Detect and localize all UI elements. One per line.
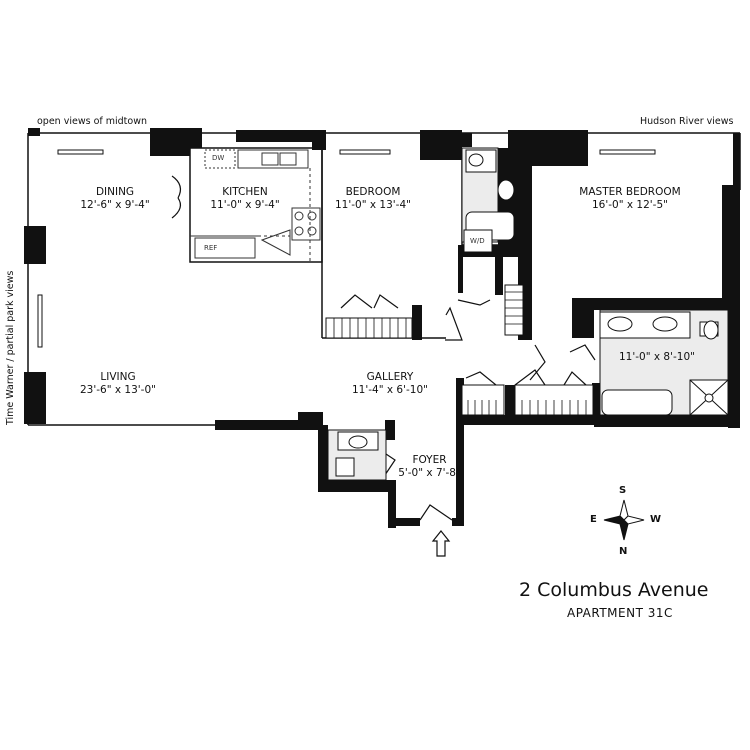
- room-name: LIVING: [100, 371, 136, 383]
- windows: [37, 149, 656, 348]
- compass-icon: [603, 499, 645, 541]
- room-name: FOYER: [412, 454, 447, 466]
- room-size: 23'-6" x 13'-0": [80, 384, 156, 396]
- room-name: MASTER BEDROOM: [579, 186, 681, 198]
- entry-arrow-icon: [431, 530, 451, 557]
- apartment-unit: APARTMENT 31C: [567, 606, 673, 620]
- room-size: 11'-4" x 6'-10": [352, 384, 428, 396]
- compass-left: E: [590, 514, 597, 525]
- room-master-bedroom: MASTER BEDROOM 16'-0" x 12'-5": [575, 186, 685, 212]
- room-kitchen: KITCHEN 11'-0" x 9'-4": [200, 186, 290, 212]
- room-dining: DINING 12'-6" x 9'-4": [70, 186, 160, 212]
- compass-right: W: [650, 514, 662, 525]
- room-name: BEDROOM: [345, 186, 401, 198]
- compass-bottom: N: [619, 546, 628, 557]
- room-name: DINING: [95, 186, 135, 198]
- room-name: GALLERY: [366, 371, 414, 383]
- room-size: 12'-6" x 9'-4": [80, 199, 150, 211]
- washer-dryer-label: W/D: [470, 237, 485, 245]
- room-gallery: GALLERY 11'-4" x 6'-10": [345, 371, 435, 397]
- compass-top: S: [619, 485, 627, 496]
- doors: [171, 175, 596, 521]
- room-size: 11'-0" x 13'-4": [335, 199, 411, 211]
- room-living: LIVING 23'-6" x 13'-0": [73, 371, 163, 397]
- room-name: KITCHEN: [222, 186, 268, 198]
- building-name: 2 Columbus Avenue: [519, 579, 709, 601]
- room-size: 5'-0" x 7'-8": [398, 467, 461, 479]
- closet-hatch: [333, 291, 587, 415]
- room-bedroom: BEDROOM 11'-0" x 13'-4": [328, 186, 418, 212]
- room-foyer: FOYER 5'-0" x 7'-8": [392, 454, 467, 480]
- view-top-right-label: Hudson River views: [640, 116, 734, 127]
- room-size: 11'-0" x 9'-4": [210, 199, 280, 211]
- room-size: 11'-0" x 8'-10": [619, 351, 695, 363]
- view-left-side-label: Time Warner / partial park views: [5, 270, 16, 425]
- refrigerator-label: REF: [204, 244, 218, 252]
- room-master-bath: 11'-0" x 8'-10": [612, 351, 702, 364]
- room-size: 16'-0" x 12'-5": [592, 199, 668, 211]
- dishwasher-label: DW: [212, 154, 225, 162]
- kitchen-fixtures: [190, 149, 321, 262]
- bathrooms: [327, 147, 729, 481]
- view-top-left-label: open views of midtown: [37, 116, 148, 127]
